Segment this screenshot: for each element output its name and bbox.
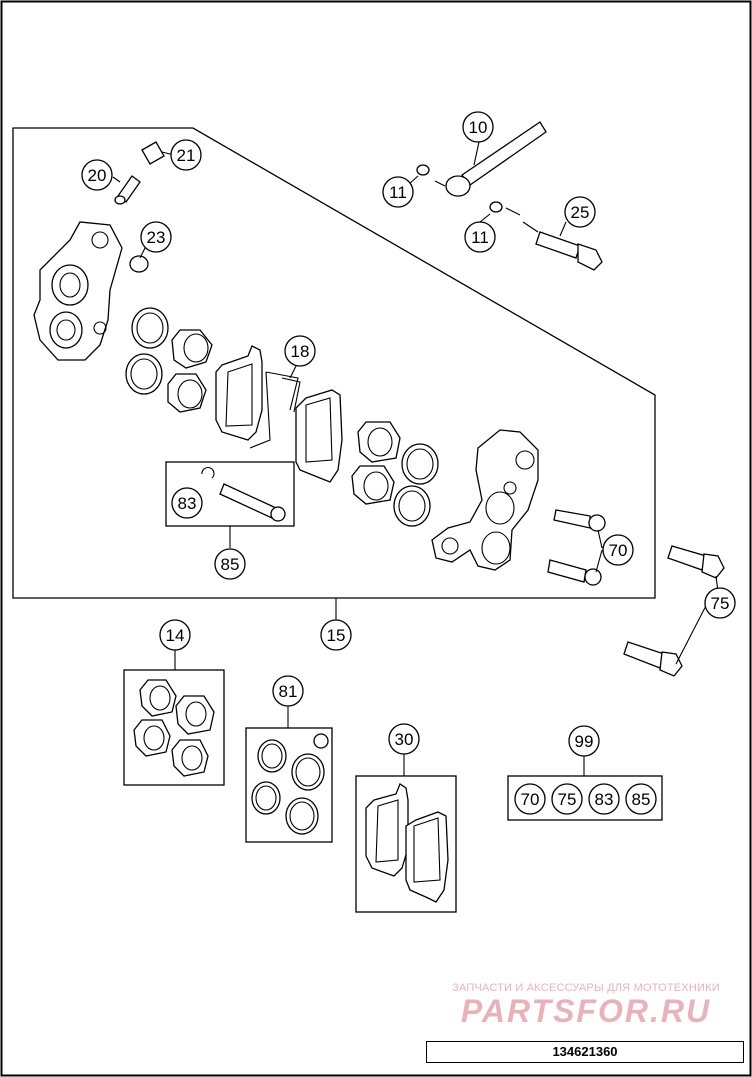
pad-spring (249, 371, 301, 449)
svg-text:21: 21 (177, 146, 196, 165)
piston-kit-box (123, 650, 225, 786)
svg-text:10: 10 (469, 118, 488, 137)
leader-lines (112, 151, 719, 665)
svg-text:23: 23 (147, 228, 166, 247)
washer-11-lower (489, 201, 503, 213)
svg-text:20: 20 (88, 166, 107, 185)
banjo-bolt (522, 221, 603, 271)
pad-pin-kit-box (165, 461, 295, 548)
piston-seals-left (125, 307, 169, 395)
svg-text:75: 75 (711, 594, 730, 613)
caliper-half-inner (431, 429, 539, 571)
svg-text:99: 99 (575, 732, 594, 751)
callout-30: 30 (388, 723, 420, 755)
seal-kit-box (245, 706, 333, 843)
svg-text:75: 75 (558, 790, 577, 809)
callout-18: 18 (284, 335, 316, 367)
svg-text:14: 14 (166, 626, 185, 645)
bleeder-valve (114, 175, 141, 205)
svg-text:85: 85 (221, 555, 240, 574)
svg-text:25: 25 (571, 203, 590, 222)
svg-text:83: 83 (178, 494, 197, 513)
o-ring-23 (129, 255, 149, 273)
callout-10: 10 (462, 111, 494, 143)
document-number: 134621360 (426, 1041, 744, 1063)
callout-25: 25 (564, 196, 596, 228)
watermark-logo: PARTSFOR.RU (460, 993, 712, 1029)
callout-99: 99 (568, 725, 600, 757)
svg-text:70: 70 (609, 541, 628, 560)
brake-pad-left (215, 345, 263, 441)
bolt-70-lower (547, 559, 602, 586)
bolt-75-lower (623, 641, 683, 677)
bolt-75-upper (667, 545, 725, 579)
svg-text:18: 18 (291, 342, 310, 361)
callout-20: 20 (81, 159, 113, 191)
callout-70: 70 (602, 534, 634, 566)
callout-21: 21 (170, 139, 202, 171)
bolt-70-upper (553, 509, 606, 532)
svg-text:11: 11 (389, 183, 407, 202)
brake-pad-right (295, 389, 343, 483)
svg-text:81: 81 (279, 682, 298, 701)
callout-14: 14 (159, 619, 191, 651)
piston-seals-right (393, 443, 439, 527)
svg-text:15: 15 (327, 626, 346, 645)
pistons-left (167, 329, 213, 413)
callout-85: 85 (214, 548, 246, 580)
callout-81: 81 (272, 675, 304, 707)
svg-text:11: 11 (471, 228, 489, 247)
watermark: ЗАПЧАСТИ И АКСЕССУАРЫ ДЛЯ МОТОТЕХНИКИ PA… (430, 982, 742, 1028)
kit-99-item-85: 85 (625, 783, 657, 815)
callout-11-upper: 11 (382, 176, 414, 208)
watermark-tagline: ЗАПЧАСТИ И АКСЕССУАРЫ ДЛЯ МОТОТЕХНИКИ (452, 982, 720, 994)
washer-11-upper (416, 164, 430, 176)
caliper-assembly-frame (12, 127, 656, 599)
svg-text:83: 83 (595, 790, 614, 809)
callout-11-lower: 11 (464, 221, 496, 253)
kit-99-item-83: 83 (588, 783, 620, 815)
brake-line (434, 121, 547, 216)
kit-99-box (507, 756, 663, 821)
callout-23: 23 (140, 221, 172, 253)
kit-99-item-70: 70 (514, 783, 546, 815)
svg-text:85: 85 (632, 790, 651, 809)
svg-text:30: 30 (395, 730, 414, 749)
callouts: 10 11 11 25 20 21 23 18 83 85 70 75 15 1… (81, 111, 736, 815)
caliper-half-outer (33, 221, 123, 361)
brake-pad-kit-box (355, 754, 457, 913)
pistons-right (351, 421, 401, 505)
callout-83: 83 (171, 487, 203, 519)
svg-text:70: 70 (521, 790, 540, 809)
callout-15: 15 (320, 619, 352, 651)
kit-99-item-75: 75 (551, 783, 583, 815)
bleeder-cap (141, 141, 165, 165)
callout-75: 75 (704, 587, 736, 619)
